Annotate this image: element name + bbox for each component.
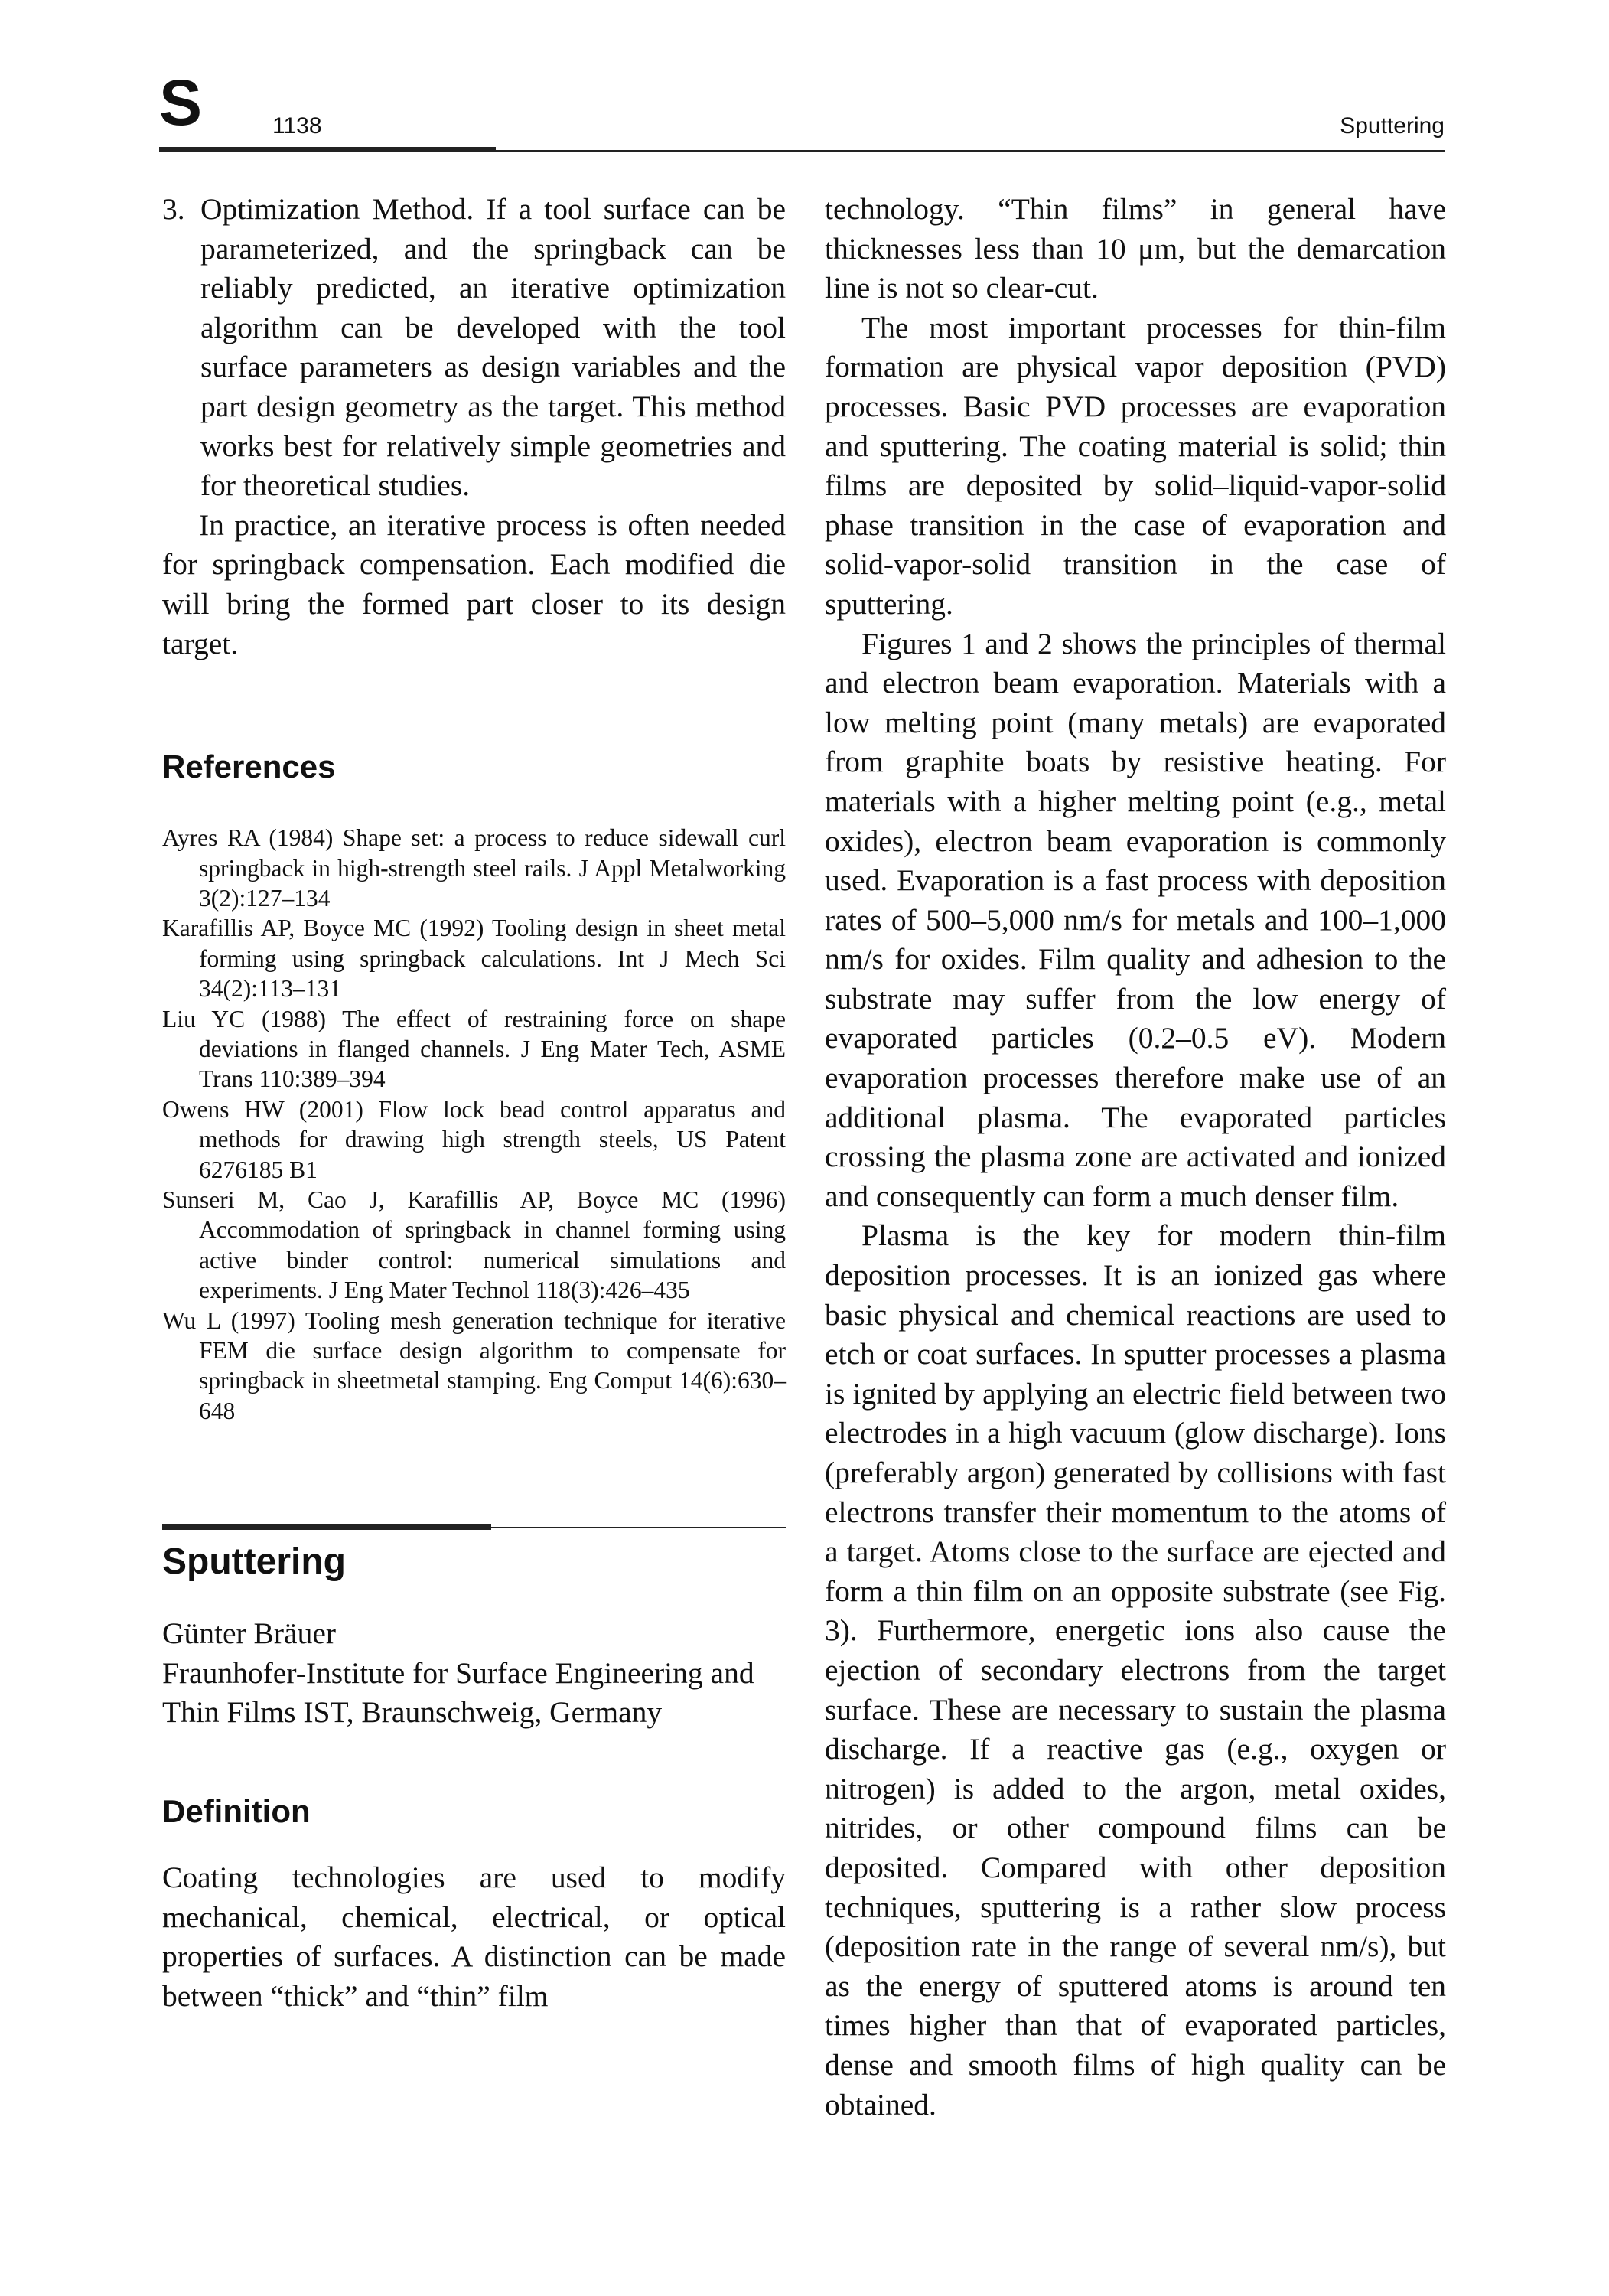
references-heading: References (162, 748, 336, 785)
entry-rule (162, 1524, 786, 1531)
body-paragraph: In practice, an iterative process is oft… (162, 507, 786, 660)
header-rule (159, 150, 1445, 152)
reference-item: Wu L (1997) Tooling mesh generation tech… (162, 1306, 786, 1424)
list-item-text: Optimization Method. If a tool surface c… (200, 192, 786, 503)
entry-title: Sputtering (162, 1541, 346, 1583)
right-column: technology. “Thin films” in general have… (825, 190, 1446, 2125)
numbered-list: 3. Optimization Method. If a tool surfac… (162, 190, 786, 506)
body-paragraph: Plasma is the key for modern thin-film d… (825, 1218, 1446, 2122)
reference-item: Owens HW (2001) Flow lock bead control a… (162, 1095, 786, 1183)
reference-item: Ayres RA (1984) Shape set: a process to … (162, 824, 786, 912)
reference-item: Sunseri M, Cao J, Karafillis AP, Boyce M… (162, 1186, 786, 1304)
list-item: 3. Optimization Method. If a tool surfac… (162, 190, 786, 506)
page-number: 1138 (272, 113, 322, 139)
body-paragraph: Figures 1 and 2 shows the principles of … (825, 626, 1446, 1213)
author-name: Günter Bräuer (162, 1616, 337, 1651)
definition-heading: Definition (162, 1793, 311, 1830)
entry-rule-accent (162, 1524, 491, 1531)
running-title: Sputtering (1340, 113, 1445, 139)
list-item-number: 3. (162, 192, 185, 226)
section-letter: S (159, 67, 203, 139)
left-column: 3. Optimization Method. If a tool surfac… (162, 190, 786, 2016)
body-paragraph: technology. “Thin films” in general have… (825, 192, 1446, 305)
definition-paragraph: Coating technologies are used to modify … (162, 1861, 786, 2013)
reference-item: Karafillis AP, Boyce MC (1992) Tooling d… (162, 915, 786, 1003)
reference-item: Liu YC (1988) The effect of restraining … (162, 1005, 786, 1093)
author-affiliation: Fraunhofer-Institute for Surface Enginee… (162, 1655, 754, 1730)
header-rule-accent (159, 147, 496, 152)
body-paragraph: The most important processes for thin-fi… (825, 310, 1446, 621)
references-list: Ayres RA (1984) Shape set: a process to … (162, 823, 786, 1426)
